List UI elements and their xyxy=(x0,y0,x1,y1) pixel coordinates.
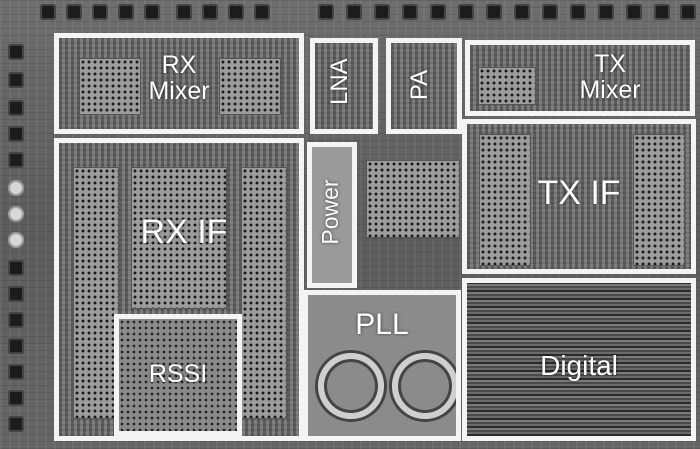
circuit-array xyxy=(73,167,119,419)
bond-pad xyxy=(8,44,24,60)
digital-label: Digital xyxy=(540,350,618,381)
bond-pad xyxy=(8,206,24,222)
rssi-label: RSSI xyxy=(148,360,208,388)
bond-pad xyxy=(118,4,134,20)
pll-block: PLL xyxy=(303,290,461,441)
bond-pad xyxy=(402,4,418,20)
bond-pad xyxy=(144,4,160,20)
power-label: Power xyxy=(317,179,343,245)
bond-pad xyxy=(8,72,24,88)
bond-pad xyxy=(8,152,24,168)
bond-pad xyxy=(8,286,24,302)
bond-pad xyxy=(458,4,474,20)
bond-pad xyxy=(40,4,56,20)
bond-pad xyxy=(8,232,24,248)
bond-pad xyxy=(318,4,334,20)
bond-pad xyxy=(8,180,24,196)
circuit-array xyxy=(478,67,536,105)
bond-pad xyxy=(346,4,362,20)
bond-pad xyxy=(626,4,642,20)
lna-label: LNA xyxy=(326,58,353,105)
inductor-coil xyxy=(392,353,456,419)
pll-label: PLL xyxy=(355,308,409,341)
pa-block: PA xyxy=(386,38,462,134)
bond-pad xyxy=(8,416,24,432)
circuit-array xyxy=(241,167,287,419)
pa-label: PA xyxy=(406,69,433,101)
bond-pad xyxy=(8,364,24,380)
bond-pad xyxy=(542,4,558,20)
power-block: Power xyxy=(307,142,357,288)
bond-pad xyxy=(202,4,218,20)
bond-pad xyxy=(8,312,24,328)
circuit-array xyxy=(79,58,141,115)
tx-if-label: TX IF xyxy=(537,174,621,212)
bond-pad xyxy=(680,4,696,20)
bond-pad xyxy=(598,4,614,20)
bond-pad xyxy=(8,260,24,276)
circuit-array xyxy=(633,134,685,266)
bond-pad xyxy=(66,4,82,20)
bond-pad xyxy=(254,4,270,20)
inductor-coil xyxy=(318,353,384,419)
bond-pad xyxy=(92,4,108,20)
rx-if-label: RX IF xyxy=(140,213,228,251)
lna-block: LNA xyxy=(310,38,378,134)
digital-block: Digital xyxy=(462,278,696,441)
bond-pad xyxy=(654,4,670,20)
bond-pad xyxy=(176,4,192,20)
bond-pad xyxy=(8,338,24,354)
bond-pad xyxy=(8,390,24,406)
bond-pad xyxy=(374,4,390,20)
circuit-array xyxy=(366,160,460,238)
bond-pad xyxy=(8,100,24,116)
bond-pad xyxy=(514,4,530,20)
bond-pad xyxy=(8,126,24,142)
bond-pad xyxy=(486,4,502,20)
bond-pad xyxy=(228,4,244,20)
circuit-array xyxy=(131,167,227,309)
bond-pad xyxy=(570,4,586,20)
circuit-array xyxy=(219,58,281,115)
tx-if-block: TX IF xyxy=(462,119,696,274)
rssi-block: RSSI xyxy=(114,314,242,436)
bond-pad xyxy=(430,4,446,20)
circuit-array xyxy=(479,134,531,266)
